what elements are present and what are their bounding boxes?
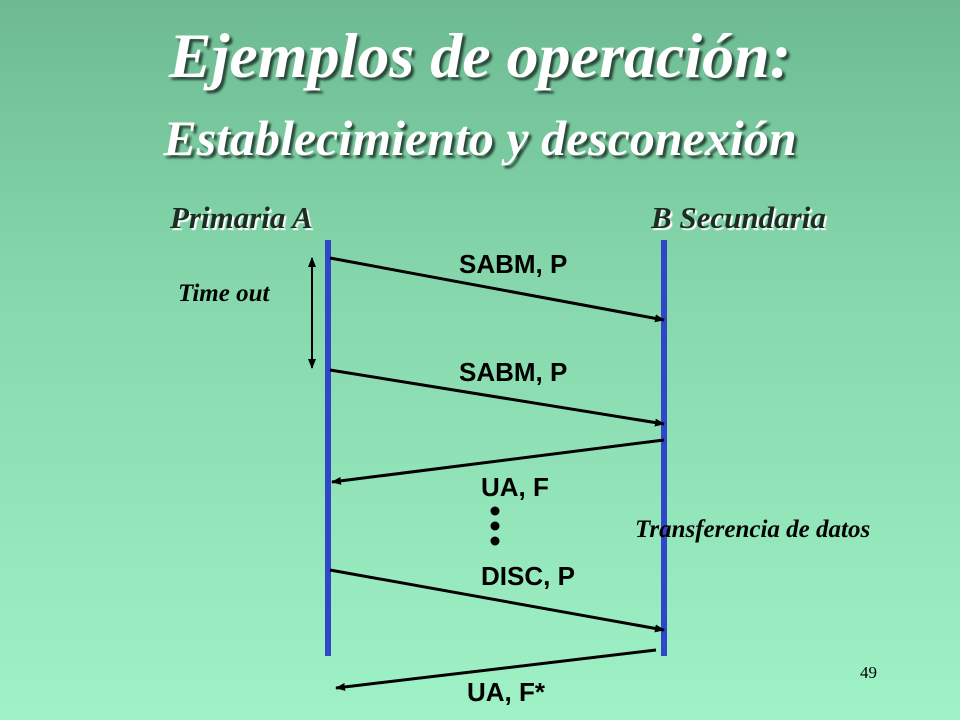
secondary-station-label: B Secundaria [651,200,826,235]
page-number: 49 [860,663,877,682]
message-label-ua-final: UA, F* [467,677,545,707]
data-transfer-label: Transferencia de datos [635,516,871,543]
message-label-ua: UA, F [481,472,549,502]
message-arrow-ua-final [335,648,657,691]
message-arrow-ua [331,438,665,485]
timeout-label: Time out [178,280,270,307]
message-arrow-sabm-1 [329,256,665,323]
ellipsis-dot [490,536,500,546]
primary-station-label: Primaria A [170,200,313,235]
slide-subtitle: Establecimiento y desconexión [163,110,797,166]
message-label-disc: DISC, P [481,561,575,591]
message-label-sabm-2: SABM, P [459,357,568,387]
ellipsis-dot [490,506,500,516]
ellipsis-dots [490,506,500,546]
message-arrow-sabm-2 [329,368,665,427]
message-label-sabm-1: SABM, P [459,249,568,279]
ellipsis-dot [490,521,500,531]
slide-title: Ejemplos de operación: [168,20,792,91]
message-arrow-disc [329,568,665,633]
